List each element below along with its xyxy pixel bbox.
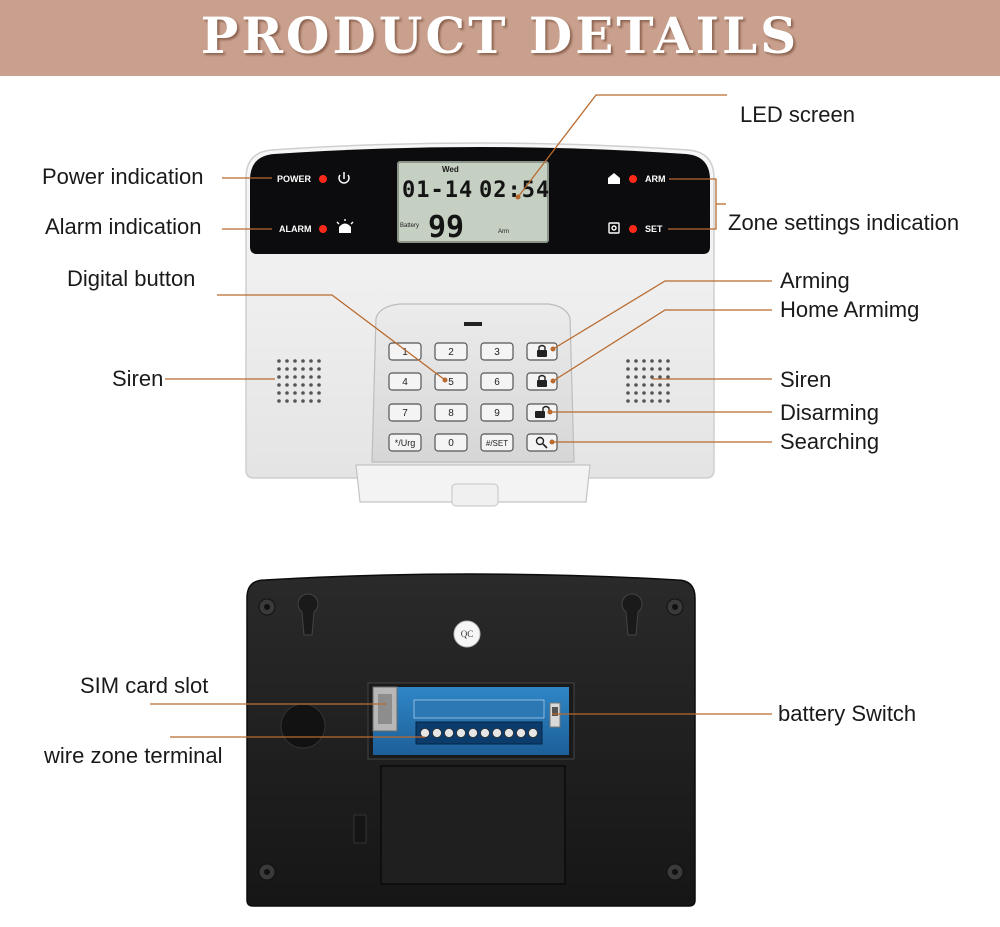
lcd-arm-label: Arm [498, 229, 509, 235]
home-icon [608, 173, 620, 184]
lcd-time: 02:54 [479, 178, 550, 203]
lcd-zone: 99 [428, 210, 464, 245]
key-6 [480, 372, 514, 391]
key-label: 3 [494, 347, 500, 358]
key-label: 0 [448, 438, 454, 449]
keypad-keys [388, 342, 558, 452]
arm-label: ARM [645, 174, 666, 184]
callout-siren-right: Siren [780, 367, 832, 392]
key-3 [480, 342, 514, 361]
qc-label: QC [461, 629, 474, 639]
key-label: 4 [402, 377, 408, 388]
callout-led-screen: LED screen [740, 102, 855, 127]
key-label: #/SET [486, 439, 508, 448]
power-icon [338, 172, 350, 184]
gear-icon [608, 222, 620, 234]
set-label: SET [645, 224, 663, 234]
power-led [319, 175, 327, 183]
callout-arming: Arming [780, 268, 850, 293]
pcb-board [373, 687, 569, 755]
key-label: 5 [448, 377, 454, 388]
key-star-urg [388, 433, 422, 452]
key-label: 2 [448, 347, 454, 358]
key-7 [388, 403, 422, 422]
key-5 [434, 372, 468, 391]
set-led [629, 225, 637, 233]
front-device: POWER ALARM ARM SET Wed 01-14 02:54 Batt… [245, 142, 715, 507]
callout-home-arming: Home Armimg [780, 297, 920, 322]
key-0 [434, 433, 468, 452]
key-label: 7 [402, 408, 408, 419]
alarm-led [319, 225, 327, 233]
search-icon [535, 436, 545, 446]
callout-searching: Searching [780, 429, 880, 454]
qc-sticker [453, 620, 481, 648]
key-label: 8 [448, 408, 454, 419]
key-label: */Urg [395, 438, 416, 448]
callout-sim-card-slot: SIM card slot [80, 673, 209, 698]
unlock-icon [535, 411, 545, 418]
page-title: PRODUCT DETAILS [200, 6, 800, 65]
back-device: QC [246, 573, 696, 907]
key-label: 1 [402, 347, 408, 358]
wire-zone-terminal [415, 721, 543, 745]
callout-siren-left: Siren [112, 366, 164, 391]
key-label: 9 [494, 408, 500, 419]
callout-zone-settings-indication: Zone settings indication [728, 210, 960, 235]
callout-wire-zone-terminal: wire zone terminal [44, 743, 223, 768]
callout-alarm-indication: Alarm indication [45, 214, 202, 239]
battery-compartment [380, 765, 566, 885]
key-8 [434, 403, 468, 422]
key-hash-set [480, 433, 514, 452]
home-lock-icon [537, 380, 547, 387]
lcd-date: 01-14 [402, 178, 473, 203]
callout-battery-switch: battery Switch [778, 701, 917, 726]
siren-grille-left [277, 359, 321, 403]
callout-disarming: Disarming [780, 400, 880, 425]
leader-lines [150, 94, 772, 738]
callout-power-indication: Power indication [42, 164, 204, 189]
arm-led [629, 175, 637, 183]
lcd-day: Wed [442, 165, 459, 174]
header-banner: PRODUCT DETAILS [0, 0, 1000, 76]
keypad-cover [371, 303, 575, 463]
callout-digital-button: Digital button [67, 266, 196, 291]
lock-icon [537, 350, 547, 357]
alarm-label: ALARM [279, 224, 312, 234]
key-4 [388, 372, 422, 391]
lcd-battery-label: Battery [400, 223, 419, 229]
lcd-screen [397, 161, 549, 243]
siren-grille-right [626, 359, 670, 403]
siren-light-icon [336, 219, 354, 233]
key-2 [434, 342, 468, 361]
power-label: POWER [277, 174, 312, 184]
key-label: 6 [494, 377, 500, 388]
key-9 [480, 403, 514, 422]
